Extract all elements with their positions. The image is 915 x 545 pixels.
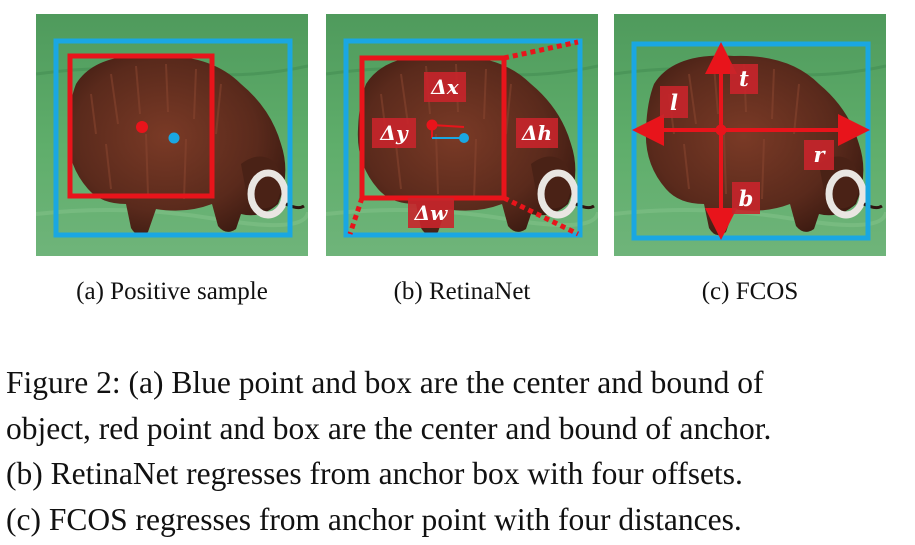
- figure-caption: Figure 2: (a) Blue point and box are the…: [6, 360, 911, 542]
- anchor-point: [715, 124, 727, 136]
- label-t: t: [730, 64, 758, 94]
- label-delta-y: Δy: [372, 118, 416, 148]
- object-box: [53, 38, 293, 238]
- label-delta-h: Δh: [516, 118, 558, 148]
- anchor-box: [67, 53, 215, 199]
- object-box: [343, 38, 583, 238]
- svg-text:Δw: Δw: [414, 201, 449, 225]
- retinanet-image: Δx Δy Δh Δw: [326, 14, 598, 256]
- svg-text:Δx: Δx: [430, 75, 460, 99]
- figure-caption-line: (b) RetinaNet regresses from anchor box …: [6, 456, 743, 491]
- offset-connector-top-right: [503, 39, 579, 61]
- subcaption-c: (c) FCOS: [701, 278, 799, 305]
- svg-text:t: t: [739, 66, 749, 91]
- label-l: l: [660, 86, 688, 118]
- subcaption-b: (b) RetinaNet: [393, 278, 531, 305]
- figure-caption-line: Figure 2: (a) Blue point and box are the…: [6, 365, 764, 400]
- label-r: r: [804, 140, 834, 170]
- label-b: b: [732, 182, 760, 214]
- fcos-image: t l r b: [614, 14, 886, 256]
- label-delta-x: Δx: [424, 72, 466, 102]
- label-delta-w: Δw: [408, 198, 454, 228]
- svg-text:Δy: Δy: [379, 121, 409, 145]
- panel-retinanet: Δx Δy Δh Δw: [326, 14, 598, 256]
- object-center-point: [168, 132, 180, 144]
- panel-positive-sample: [36, 14, 308, 256]
- svg-text:Δh: Δh: [521, 121, 552, 145]
- panel-fcos: t l r b: [614, 14, 886, 256]
- object-center-point: [459, 133, 469, 143]
- anchor-center-point: [426, 119, 438, 131]
- positive-sample-image: [36, 14, 308, 256]
- svg-text:l: l: [670, 90, 678, 115]
- svg-text:b: b: [739, 186, 754, 211]
- subcaption-a: (a) Positive sample: [76, 278, 268, 305]
- figure-caption-line: (c) FCOS regresses from anchor point wit…: [6, 501, 742, 537]
- offset-connector-bottom-right: [502, 195, 580, 237]
- offset-connector-bottom-left: [347, 197, 365, 235]
- anchor-center-point: [136, 121, 148, 133]
- svg-text:r: r: [813, 142, 826, 167]
- figure-caption-line: object, red point and box are the center…: [6, 410, 772, 446]
